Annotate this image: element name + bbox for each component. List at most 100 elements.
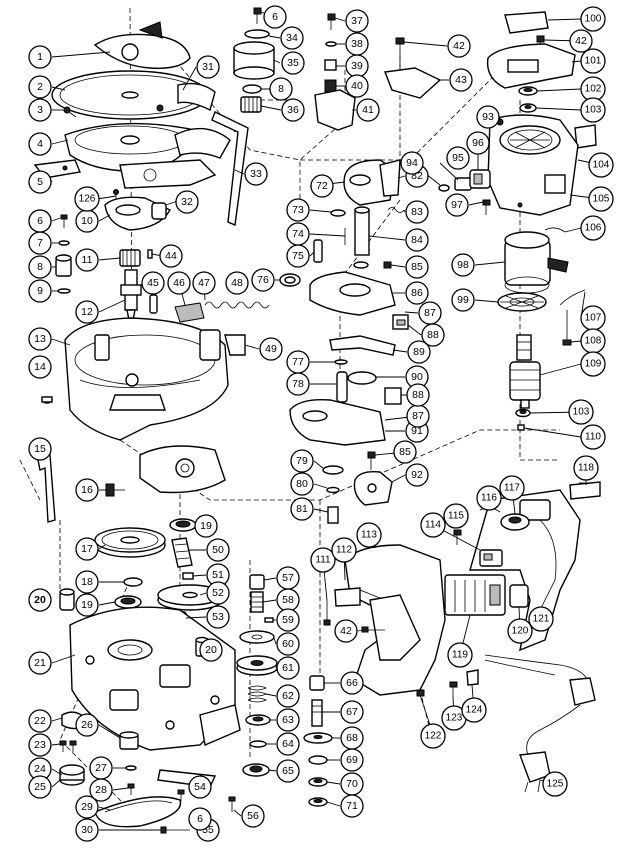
part-label-63: 63 [276, 708, 300, 732]
part-label-text: 101 [585, 56, 602, 67]
part-label-72: 72 [310, 174, 334, 198]
felt-pad-47 [174, 302, 205, 323]
part-label-70: 70 [340, 772, 364, 796]
spring-48 [204, 301, 270, 309]
bearing-71 [308, 797, 328, 807]
part-label-65: 65 [276, 759, 300, 783]
bracket-43 [384, 67, 442, 99]
part-label-26: 26 [75, 713, 99, 737]
part-label-text: 51 [212, 569, 224, 581]
part-label-text: 8 [37, 261, 43, 273]
part-label-text: 20 [205, 644, 217, 656]
part-label-78: 78 [286, 372, 310, 396]
part-label-text: 22 [34, 715, 46, 727]
part-label-text: 70 [346, 778, 358, 790]
part-label-38: 38 [345, 32, 369, 56]
cord-clip-124 [466, 669, 479, 686]
part-label-text: 78 [292, 378, 304, 390]
label-plate-49 [224, 334, 246, 356]
bearing-36 [240, 96, 262, 113]
part-label-text: 68 [346, 732, 358, 744]
part-label-text: 65 [282, 765, 294, 777]
part-label-109: 109 [580, 351, 606, 377]
part-label-text: 28 [95, 784, 107, 796]
part-label-text: 18 [81, 576, 93, 588]
guard-plate-1 [93, 21, 191, 69]
part-label-98: 98 [451, 253, 475, 277]
washer-79 [322, 465, 344, 475]
cam-92 [353, 470, 393, 506]
handle-half-left-113 [344, 544, 446, 696]
screw-42-top [395, 37, 405, 70]
part-label-text: 88 [412, 389, 424, 401]
part-label-text: 21 [34, 657, 46, 669]
part-label-1: 1 [28, 45, 52, 69]
bottom-plate [139, 445, 226, 494]
nut-94 [438, 184, 450, 192]
part-label-text: 13 [34, 333, 46, 345]
part-label-text: 85 [399, 446, 411, 458]
part-label-118: 118 [573, 455, 599, 481]
part-label-text: 10 [81, 215, 93, 227]
part-number-bubbles: 1234567891011121314151617181920212223242… [28, 5, 614, 842]
washer-7 [58, 240, 70, 246]
part-label-10: 10 [75, 209, 99, 233]
part-label-80: 80 [290, 472, 314, 496]
part-label-text: 41 [362, 104, 374, 116]
screw-6-lower [177, 789, 185, 801]
part-label-text: 104 [593, 160, 610, 171]
part-label-text: 50 [212, 544, 224, 556]
cap-40 [324, 79, 337, 93]
lower-guard-plate [119, 159, 217, 189]
washer-80 [326, 486, 340, 494]
part-label-58: 58 [276, 588, 300, 612]
part-label-33: 33 [244, 162, 268, 186]
part-label-text: 16 [81, 484, 93, 496]
ring-64 [249, 740, 267, 748]
gear-shaft-58 [250, 591, 264, 613]
part-label-text: 56 [247, 810, 259, 822]
part-label-text: 103 [585, 105, 602, 116]
switch-knob-117 [500, 513, 530, 531]
part-label-text: 37 [351, 15, 363, 27]
part-label-42: 42 [569, 29, 593, 53]
part-label-7: 7 [28, 231, 52, 255]
part-label-20: 20 [199, 638, 223, 662]
part-label-text: 39 [351, 60, 363, 72]
part-label-111: 111 [310, 547, 336, 573]
part-label-text: 9 [37, 285, 43, 297]
screw-28 [127, 783, 135, 795]
part-label-116: 116 [476, 485, 502, 511]
ring-8-top [242, 84, 262, 94]
part-label-text: 103 [573, 407, 590, 418]
part-label-text: 29 [81, 801, 93, 813]
screw-42-handle [361, 626, 385, 633]
part-label-text: 113 [361, 530, 377, 541]
part-label-text: 23 [34, 739, 46, 751]
collar-57 [249, 574, 265, 590]
part-label-19: 19 [75, 593, 99, 617]
part-label-57: 57 [276, 566, 300, 590]
part-label-89: 89 [407, 340, 431, 364]
ring-9 [57, 288, 71, 294]
part-label-text: 96 [472, 137, 484, 149]
part-label-103: 103 [580, 97, 606, 123]
magnet-35 [233, 41, 275, 80]
part-label-42: 42 [334, 619, 358, 643]
part-label-47: 47 [192, 271, 216, 295]
part-label-68: 68 [340, 726, 364, 750]
fan-99 [497, 292, 547, 312]
part-label-115: 115 [443, 503, 469, 529]
part-label-46: 46 [167, 271, 191, 295]
link-82 [379, 159, 401, 197]
part-label-text: 69 [346, 754, 358, 766]
part-label-text: 76 [257, 274, 269, 286]
part-label-text: 25 [34, 781, 46, 793]
part-label-8: 8 [269, 77, 293, 101]
label-118 [569, 481, 601, 500]
bearing-65 [242, 763, 270, 777]
retaining-ring-18 [123, 577, 143, 587]
screw-23 [59, 740, 77, 752]
part-label-96: 96 [466, 131, 490, 155]
bushing-69 [308, 755, 328, 765]
